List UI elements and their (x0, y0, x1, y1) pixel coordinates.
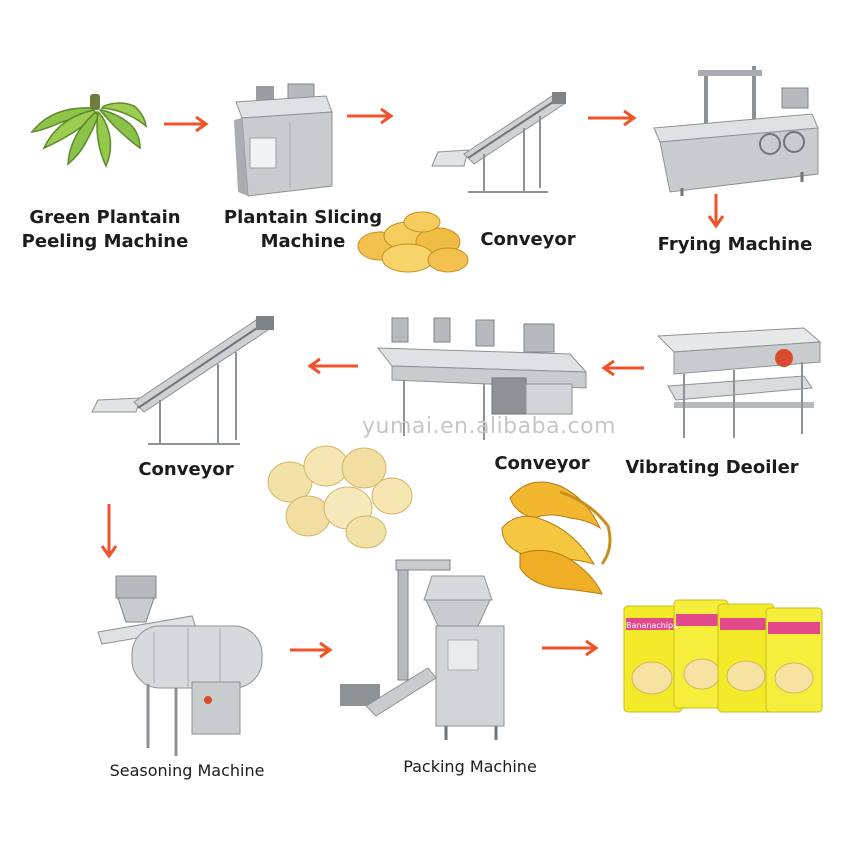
label-conveyor-1: Conveyor (468, 228, 588, 252)
label-frying-machine: Frying Machine (652, 233, 818, 257)
banana-chips-image (256, 432, 416, 552)
package-label: Bananachips (626, 621, 677, 630)
slicing-machine-image (228, 82, 340, 200)
label-conveyor-3: Conveyor (126, 458, 246, 482)
label-seasoning-machine: Seasoning Machine (92, 760, 282, 782)
arrow-right-icon (345, 106, 397, 126)
conveyor-image (428, 88, 574, 198)
arrow-down-icon (98, 502, 120, 562)
arrow-down-icon (706, 192, 726, 232)
arrow-right-icon (540, 638, 602, 658)
frying-machine-image (652, 64, 824, 198)
label-vibrating-deoiler: Vibrating Deoiler (622, 456, 802, 480)
arrow-right-icon (288, 640, 336, 660)
arrow-left-icon (600, 358, 646, 378)
label-conveyor-2: Conveyor (482, 452, 602, 476)
conveyor-image (90, 308, 280, 448)
packing-machine-image (336, 556, 516, 742)
banana-chips-image (352, 206, 474, 276)
label-packing-machine: Packing Machine (380, 756, 560, 778)
vibrating-deoiler-image (654, 322, 826, 440)
arrow-left-icon (306, 356, 360, 376)
green-plantain-image (22, 92, 152, 172)
label-peeling-machine: Green Plantain Peeling Machine (20, 206, 190, 254)
banana-chips-packages-image: Bananachips (618, 596, 828, 720)
arrow-right-icon (586, 108, 640, 128)
arrow-right-icon (162, 114, 212, 134)
seasoning-machine-image (92, 572, 272, 758)
